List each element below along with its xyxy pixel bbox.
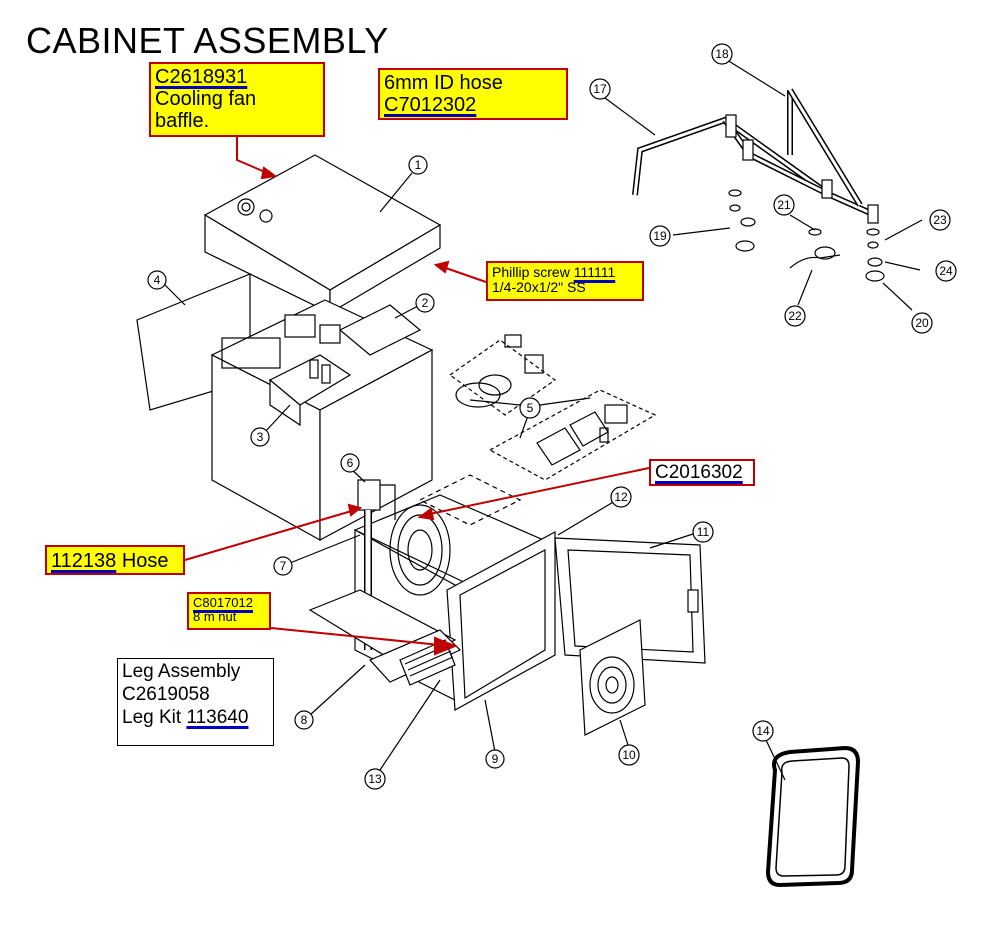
- svg-text:7: 7: [280, 559, 287, 573]
- svg-text:19: 19: [653, 229, 667, 243]
- leg-kit-line: Leg Kit 113640: [122, 707, 269, 730]
- bubble-7: 7: [273, 556, 293, 576]
- screw-line1: Phillip screw 111111: [492, 264, 638, 280]
- nut-part-number: C8017012: [193, 595, 253, 610]
- leg-assembly-part: C2619058: [122, 683, 210, 705]
- nut-desc: 8 m nut: [193, 609, 237, 625]
- page-title: CABINET ASSEMBLY: [26, 20, 389, 61]
- motor-plate: [284, 304, 422, 356]
- svg-text:22: 22: [788, 309, 802, 323]
- svg-text:13: 13: [368, 772, 382, 786]
- fittings: [728, 189, 885, 282]
- svg-text:1: 1: [415, 158, 422, 172]
- screw-size: 1/4-20x1/2" SS: [492, 279, 586, 296]
- callout-cooling-fan-baffle: C2618931 Cooling fan baffle.: [149, 62, 325, 137]
- hose112138-part-number: 112138: [51, 550, 117, 572]
- leg-title: Leg Assembly: [122, 661, 241, 682]
- svg-text:4: 4: [154, 273, 161, 287]
- bubble-11: 11: [692, 521, 714, 543]
- bubble-13: 13: [364, 768, 386, 790]
- leader-lines: [164, 59, 923, 781]
- bubble-17: 17: [589, 78, 611, 100]
- svg-text:6: 6: [347, 456, 354, 470]
- c2016302-part-number: C2016302: [655, 462, 743, 483]
- svg-text:24: 24: [939, 264, 953, 278]
- screw-desc: Phillip screw: [492, 264, 574, 280]
- leg-assembly-box: Leg Assembly C2619058 Leg Kit 113640: [117, 658, 274, 746]
- svg-text:12: 12: [614, 490, 628, 504]
- svg-text:20: 20: [915, 316, 929, 330]
- baffle-desc-line2: baffle.: [155, 110, 210, 132]
- gasket: [765, 745, 861, 888]
- bubble-24: 24: [935, 260, 957, 282]
- screw-part-number: 111111: [573, 264, 616, 280]
- svg-text:3: 3: [257, 430, 264, 444]
- bubble-2: 2: [415, 293, 435, 313]
- hose6-desc: 6mm ID hose: [384, 72, 503, 94]
- red-leaders: [184, 137, 650, 656]
- baffle-part-number: C2618931: [155, 66, 248, 88]
- callout-112138-hose: 112138 Hose: [45, 545, 185, 575]
- svg-text:23: 23: [933, 213, 947, 227]
- hose112138-suffix: Hose: [116, 550, 169, 572]
- svg-text:14: 14: [756, 724, 770, 738]
- door: [554, 537, 706, 664]
- bubble-12: 12: [610, 486, 632, 508]
- top-cover-baffle: [203, 154, 442, 315]
- callout-8m-nut: C8017012 8 m nut: [187, 592, 271, 630]
- callout-phillip-screw: Phillip screw 111111 1/4-20x1/2" SS: [486, 261, 644, 301]
- bubble-21: 21: [773, 194, 795, 216]
- bubble-18: 18: [711, 43, 733, 65]
- svg-text:17: 17: [593, 82, 607, 96]
- svg-text:21: 21: [777, 198, 791, 212]
- bubble-1: 1: [408, 155, 428, 175]
- svg-text:9: 9: [492, 752, 499, 766]
- bubble-19: 19: [649, 225, 671, 247]
- door-frame: [446, 530, 556, 711]
- bubble-20: 20: [911, 312, 933, 334]
- hose6-part-number: C7012302: [384, 94, 477, 116]
- leg-kit-part-number: 113640: [186, 706, 249, 728]
- svg-text:10: 10: [622, 748, 636, 762]
- svg-text:11: 11: [697, 525, 710, 539]
- bubble-22: 22: [784, 305, 806, 327]
- bubble-9: 9: [485, 749, 505, 769]
- svg-text:2: 2: [422, 296, 429, 310]
- bubble-4: 4: [147, 270, 167, 290]
- bubble-10: 10: [618, 744, 640, 766]
- baffle-desc-line1: Cooling fan: [155, 88, 257, 110]
- svg-text:5: 5: [527, 401, 534, 415]
- fan-panel: [579, 619, 646, 736]
- callout-c2016302: C2016302: [649, 459, 755, 486]
- bubble-6: 6: [340, 453, 360, 473]
- callout-6mm-hose: 6mm ID hose C7012302: [378, 68, 568, 120]
- item-bubbles: 1 2 3 4 5 6 7 8 9 10 11 12 13 14 17 18 1…: [147, 43, 957, 790]
- tubing: [632, 88, 879, 224]
- bubble-8: 8: [294, 710, 314, 730]
- control-box: [268, 354, 352, 427]
- bubble-3: 3: [250, 427, 270, 447]
- blower-wheel: [389, 504, 451, 596]
- svg-text:8: 8: [301, 713, 308, 727]
- leg-kit-label: Leg Kit: [122, 706, 187, 728]
- bubble-23: 23: [929, 209, 951, 231]
- svg-text:18: 18: [715, 47, 729, 61]
- bubble-5: 5: [519, 397, 541, 419]
- bubble-14: 14: [752, 720, 774, 742]
- control-parts: [455, 334, 628, 466]
